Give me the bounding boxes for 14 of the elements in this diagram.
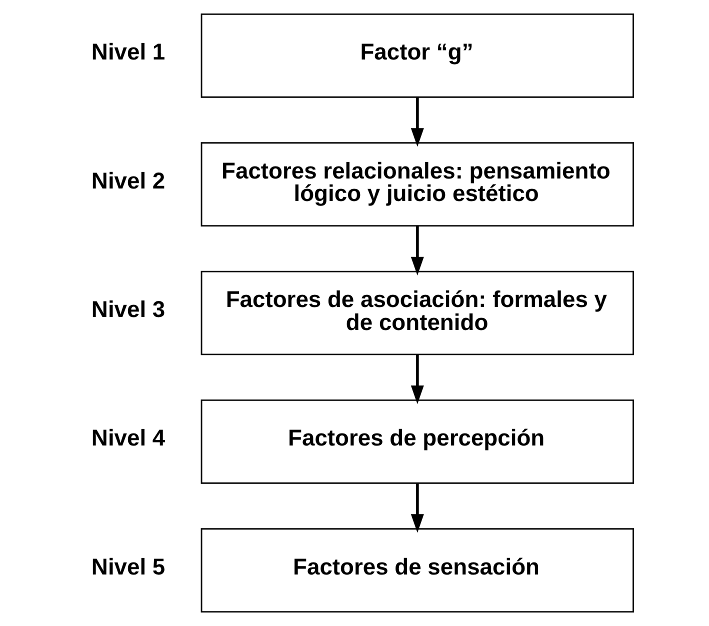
node-box: Factor “g”	[200, 14, 634, 98]
arrow	[410, 484, 424, 533]
node-box: Factores de percepción	[200, 400, 634, 484]
node-label: Nivel 5	[91, 553, 166, 580]
node-label: Nivel 3	[91, 296, 166, 322]
arrow	[410, 354, 424, 404]
node-label: Nivel 2	[91, 167, 166, 194]
arrow	[410, 226, 424, 276]
node-box: Factores de asociación: formales y de contenido	[200, 270, 634, 356]
node-box: Factores relacionales: pensamiento lógico y juicio estético	[200, 142, 634, 226]
node-label: Nivel 4	[91, 424, 166, 451]
node-label: Nivel 1	[91, 38, 166, 65]
arrow	[410, 98, 424, 147]
node-box: Factores de sensación	[200, 528, 634, 612]
